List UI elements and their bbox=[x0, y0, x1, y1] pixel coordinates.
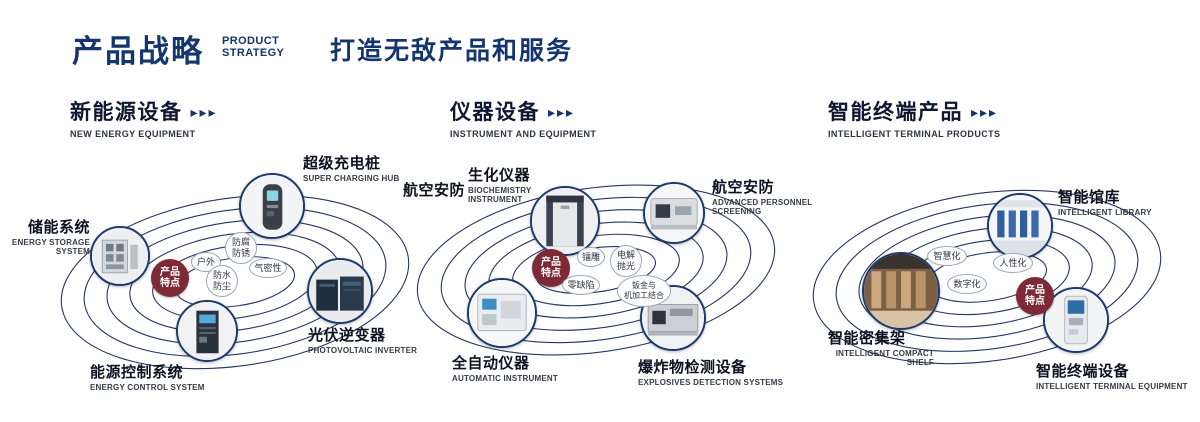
charging-hub-picture bbox=[241, 175, 303, 237]
feature-bubble: 气密性 bbox=[249, 258, 287, 278]
section-title-intelligent: 智能终端产品 bbox=[828, 101, 963, 124]
triple-arrow-icon: ▸▸▸ bbox=[548, 104, 576, 120]
product-image-photovoltaic-inverter bbox=[307, 258, 373, 324]
feature-bubble: 智慧化 bbox=[927, 246, 967, 266]
product-features-badge: 产品 特点 bbox=[1016, 277, 1054, 315]
product-label-intelligent-library: 智能馆库 INTELLIGENT LIBRARY bbox=[1058, 186, 1152, 217]
product-image-security-gate bbox=[530, 186, 600, 256]
product-name-en: INTELLIGENT TERMINAL EQUIPMENT bbox=[1036, 382, 1188, 391]
feature-bubble: 数字化 bbox=[947, 274, 987, 294]
terminal-kiosk-picture bbox=[1045, 289, 1107, 351]
compact-shelf-picture bbox=[864, 254, 938, 328]
product-name-en: SUPER CHARGING HUB bbox=[303, 174, 400, 183]
product-name-en: INTELLIGENT COMPACT SHELF bbox=[835, 349, 934, 367]
section-subtitle-new-energy: NEW ENERGY EQUIPMENT bbox=[70, 129, 196, 139]
energy-control-picture bbox=[178, 302, 236, 360]
product-label-photovoltaic-inverter: 光伏逆变器 PHOTOVOLTAIC INVERTER bbox=[308, 324, 417, 355]
section-header-intelligent: 智能终端产品 ▸▸▸ INTELLIGENT TERMINAL PRODUCTS bbox=[828, 96, 1000, 139]
section-title-new-energy: 新能源设备 bbox=[70, 101, 183, 124]
product-name-en: ENERGY STORAGE SYSTEM bbox=[11, 238, 90, 256]
product-name: 储能系统 bbox=[27, 219, 90, 236]
product-name-en: PHOTOVOLTAIC INVERTER bbox=[308, 346, 418, 355]
product-label-super-charging-hub: 超级充电桩 SUPER CHARGING HUB bbox=[303, 152, 400, 183]
product-label-aviation-security-left: 航空安防 bbox=[403, 179, 465, 201]
product-name-en: EXPLOSIVES DETECTION SYSTEMS bbox=[638, 378, 784, 387]
section-subtitle-intelligent: INTELLIGENT TERMINAL PRODUCTS bbox=[828, 129, 1001, 139]
product-name: 航空安防 bbox=[712, 179, 775, 196]
product-image-automatic-instrument bbox=[467, 278, 537, 348]
triple-arrow-icon: ▸▸▸ bbox=[971, 104, 999, 120]
product-name: 超级充电桩 bbox=[303, 155, 381, 172]
product-features-badge: 产品 特点 bbox=[151, 259, 189, 297]
product-name-en: ADVANCED PERSONNEL SCREENING bbox=[712, 198, 813, 216]
feature-bubble: 电解 抛光 bbox=[610, 245, 642, 277]
product-label-energy-control: 能源控制系统 ENERGY CONTROL SYSTEM bbox=[90, 361, 205, 392]
feature-bubble: 零缺陷 bbox=[562, 275, 600, 295]
feature-bubble: 镭雕 bbox=[577, 247, 605, 267]
product-name: 生化仪器 bbox=[468, 167, 531, 184]
feature-bubble: 防腐 防锈 bbox=[225, 232, 257, 264]
page-tagline: 打造无敌产品和服务 bbox=[330, 37, 574, 65]
product-name-en: BIOCHEMISTRY INSTRUMENT bbox=[468, 186, 532, 204]
product-name: 智能密集架 bbox=[828, 330, 906, 347]
page-title-en: PRODUCT STRATEGY bbox=[222, 35, 285, 60]
section-title-instruments: 仪器设备 bbox=[450, 101, 540, 124]
explosives-detector-picture bbox=[642, 287, 704, 349]
inverter-picture bbox=[309, 260, 371, 322]
intelligent-library-picture bbox=[989, 195, 1051, 257]
section-header-instruments: 仪器设备 ▸▸▸ INSTRUMENT AND EQUIPMENT bbox=[450, 96, 596, 139]
product-name: 光伏逆变器 bbox=[308, 327, 386, 344]
section-header-new-energy: 新能源设备 ▸▸▸ NEW ENERGY EQUIPMENT bbox=[70, 96, 218, 139]
product-label-aviation-security-right: 航空安防 ADVANCED PERSONNEL SCREENING bbox=[712, 176, 824, 216]
product-image-intelligent-library bbox=[987, 193, 1053, 259]
product-name-en: INTELLIGENT LIBRARY bbox=[1058, 208, 1152, 217]
product-name-en: ENERGY CONTROL SYSTEM bbox=[90, 383, 205, 392]
section-subtitle-instruments: INSTRUMENT AND EQUIPMENT bbox=[450, 129, 597, 139]
product-label-compact-shelf: 智能密集架 INTELLIGENT COMPACT SHELF bbox=[828, 327, 934, 367]
orbit-rings-intelligent bbox=[812, 189, 1162, 365]
energy-storage-picture bbox=[92, 228, 148, 284]
product-name-en: AUTOMATIC INSTRUMENT bbox=[452, 374, 558, 383]
product-image-energy-storage bbox=[90, 226, 150, 286]
product-image-compact-shelf bbox=[862, 252, 940, 330]
product-image-energy-control bbox=[176, 300, 238, 362]
feature-bubble: 防水 防尘 bbox=[206, 265, 238, 297]
product-name: 航空安防 bbox=[403, 182, 466, 199]
product-name: 智能终端设备 bbox=[1036, 363, 1130, 380]
product-image-explosives-detection bbox=[640, 285, 706, 351]
security-gate-picture bbox=[532, 188, 598, 254]
feature-bubble: 人性化 bbox=[993, 253, 1033, 273]
triple-arrow-icon: ▸▸▸ bbox=[190, 104, 218, 120]
product-label-automatic-instrument: 全自动仪器 AUTOMATIC INSTRUMENT bbox=[452, 352, 558, 383]
product-label-explosives-detection: 爆炸物检测设备 EXPLOSIVES DETECTION SYSTEMS bbox=[638, 356, 783, 387]
feature-bubble: 钣金与 机加工结合 bbox=[617, 275, 671, 307]
product-image-intelligent-terminal bbox=[1043, 287, 1109, 353]
product-name: 智能馆库 bbox=[1058, 189, 1121, 206]
product-name: 能源控制系统 bbox=[90, 364, 184, 381]
product-label-biochemistry: 生化仪器 BIOCHEMISTRY INSTRUMENT bbox=[468, 164, 550, 204]
product-label-intelligent-terminal: 智能终端设备 INTELLIGENT TERMINAL EQUIPMENT bbox=[1036, 360, 1188, 391]
page-title: 产品战略 bbox=[72, 34, 204, 69]
screening-machine-picture bbox=[645, 184, 703, 242]
product-image-super-charging-hub bbox=[239, 173, 305, 239]
product-name: 爆炸物检测设备 bbox=[638, 359, 747, 376]
product-image-personnel-screening bbox=[643, 182, 705, 244]
product-name: 全自动仪器 bbox=[452, 355, 530, 372]
automatic-instrument-picture bbox=[469, 280, 535, 346]
product-label-energy-storage: 储能系统 ENERGY STORAGE SYSTEM bbox=[6, 216, 90, 256]
